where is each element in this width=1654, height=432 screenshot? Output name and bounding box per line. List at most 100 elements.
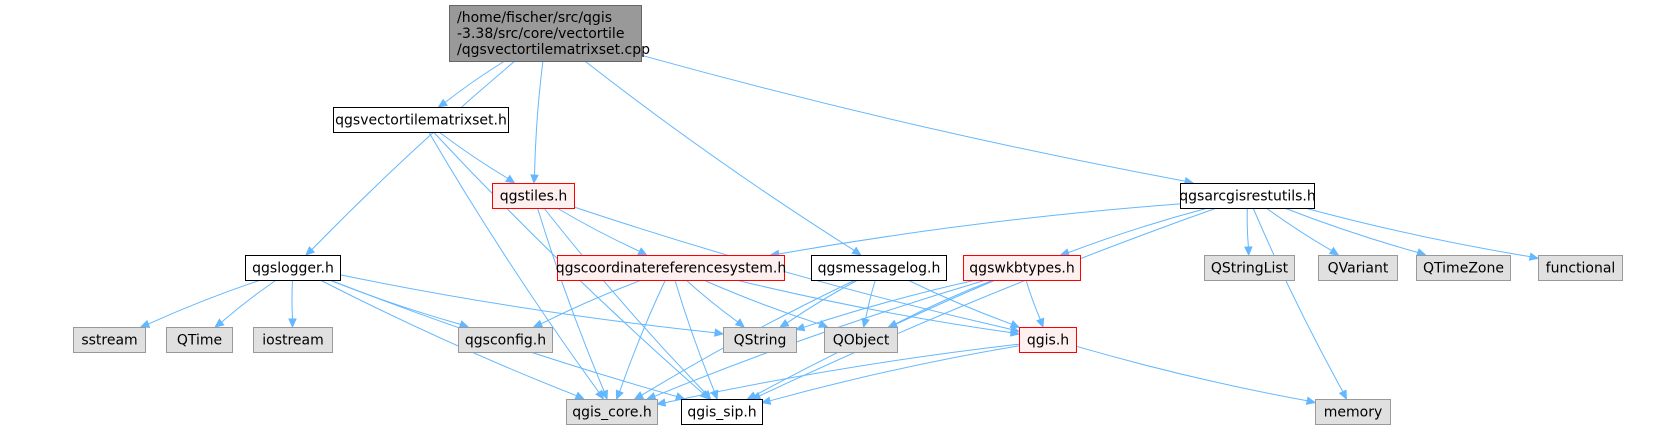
edge-line [584,60,855,251]
edge-arrowhead [779,318,790,328]
node-box [811,255,947,281]
edge-arrowhead [1059,248,1071,257]
node-label: functional [1546,261,1616,277]
edge-arrowhead [746,391,758,400]
edge-line [907,279,1012,325]
edge-line [895,279,994,325]
edge-line [703,279,821,325]
edge-line [735,279,1012,334]
edge-arrowhead [305,246,316,256]
node-qgissip[interactable]: qgis_sip.h [681,399,763,425]
node-logger[interactable]: qgslogger.h [245,255,341,281]
edge-line [444,60,505,103]
edge-crs-to-qgiscore [615,279,666,401]
node-crs[interactable]: qgscoordinatereferencesystem.h [556,255,787,281]
node-box [963,255,1081,281]
edge-tiles-to-qgissip [543,207,712,400]
edge-wkb-to-qobject [887,279,994,328]
node-label: qgsmessagelog.h [818,261,941,277]
edge-arrowhead [505,174,516,184]
node-tiles[interactable]: qgstiles.h [492,183,575,209]
edge-root-to-logger [305,60,516,256]
edge-line [674,279,715,392]
edge-msglog-to-qobject [861,279,876,329]
edge-line [1252,207,1344,393]
node-qgiscore: qgis_core.h [566,399,658,425]
node-box [557,255,785,281]
edge-line [534,60,544,176]
node-box [449,5,642,62]
edge-line [148,279,261,325]
node-label: qgsarcgisrestutils.h [1179,189,1315,205]
node-box [723,327,797,353]
node-msglog[interactable]: qgsmessagelog.h [811,255,947,281]
edge-arrowhead [818,320,829,328]
edge-line [329,279,461,325]
edge-root-to-msglog [584,60,862,256]
edge-line [540,279,642,325]
edge-root-to-tiles [530,60,544,185]
node-box [1538,255,1623,281]
edge-line [1075,345,1308,402]
edge-arrowhead [530,174,539,185]
node-qstring: QString [723,327,797,353]
edge-arrowhead [851,246,862,256]
edge-arcgis-to-qstringlist [1244,207,1253,257]
node-label: QVariant [1328,261,1389,277]
node-root[interactable]: /home/fischer/src/qgis-3.38/src/core/vec… [449,5,651,62]
node-sstream: sstream [73,327,146,353]
edge-line [1304,207,1531,258]
edge-arrowhead [288,318,297,329]
edges-layer [139,54,1540,407]
node-box [166,327,233,353]
node-label: QTimeZone [1423,261,1504,277]
edge-logger-to-iostream [288,279,297,329]
edge-line [537,207,605,392]
edge-arrowhead [734,318,745,328]
edge-line [1246,207,1249,248]
edge-line [685,279,739,323]
node-label: qgis_core.h [572,405,652,421]
edge-arcgis-to-qvariant [1265,207,1340,256]
node-label: qgsconfig.h [465,333,546,349]
edge-line [221,279,277,323]
edge-arcgis-to-functional [1304,207,1540,261]
edge-arrowhead [1416,248,1427,257]
node-arcgis[interactable]: qgsarcgisrestutils.h [1179,183,1316,209]
node-matrixset[interactable]: qgsvectortilematrixset.h [333,107,509,133]
edge-arrowhead [655,398,667,407]
node-label: qgis_sip.h [687,405,756,421]
edge-arrowhead [794,323,806,332]
node-label: QStringList [1211,261,1289,277]
edge-line [619,279,666,392]
edge-arrowhead [1305,396,1317,405]
node-box [1315,399,1391,425]
node-qobject: QObject [824,327,898,353]
node-qtime: QTime [166,327,233,353]
edge-root-to-matrixset [437,60,505,108]
node-label: qgscoordinatereferencesystem.h [556,261,787,277]
edge-line [786,279,859,324]
edge-line [1068,207,1209,254]
node-label: qgstiles.h [500,189,568,205]
node-label: /qgsvectortilematrixset.cpp [457,42,650,58]
node-box [458,327,553,353]
edge-arcgis-to-memory [1252,207,1347,401]
node-box [681,399,763,425]
node-qvariant: QVariant [1318,255,1398,281]
edge-arrowhead [887,319,898,328]
edge-line [556,207,640,252]
edge-wkb-to-qstring [794,279,977,332]
edge-line [1284,207,1419,253]
edge-arrowhead [1009,328,1021,337]
edge-arrowhead [633,391,645,400]
node-wkb[interactable]: qgswkbtypes.h [963,255,1081,281]
edge-logger-to-qgsconfig [329,279,470,329]
node-qgis[interactable]: qgis.h [1019,327,1077,353]
edge-arrowhead [139,319,151,328]
node-label: QObject [833,333,890,349]
edge-line [1025,279,1041,320]
edge-line [438,131,509,179]
edge-line [311,60,516,250]
